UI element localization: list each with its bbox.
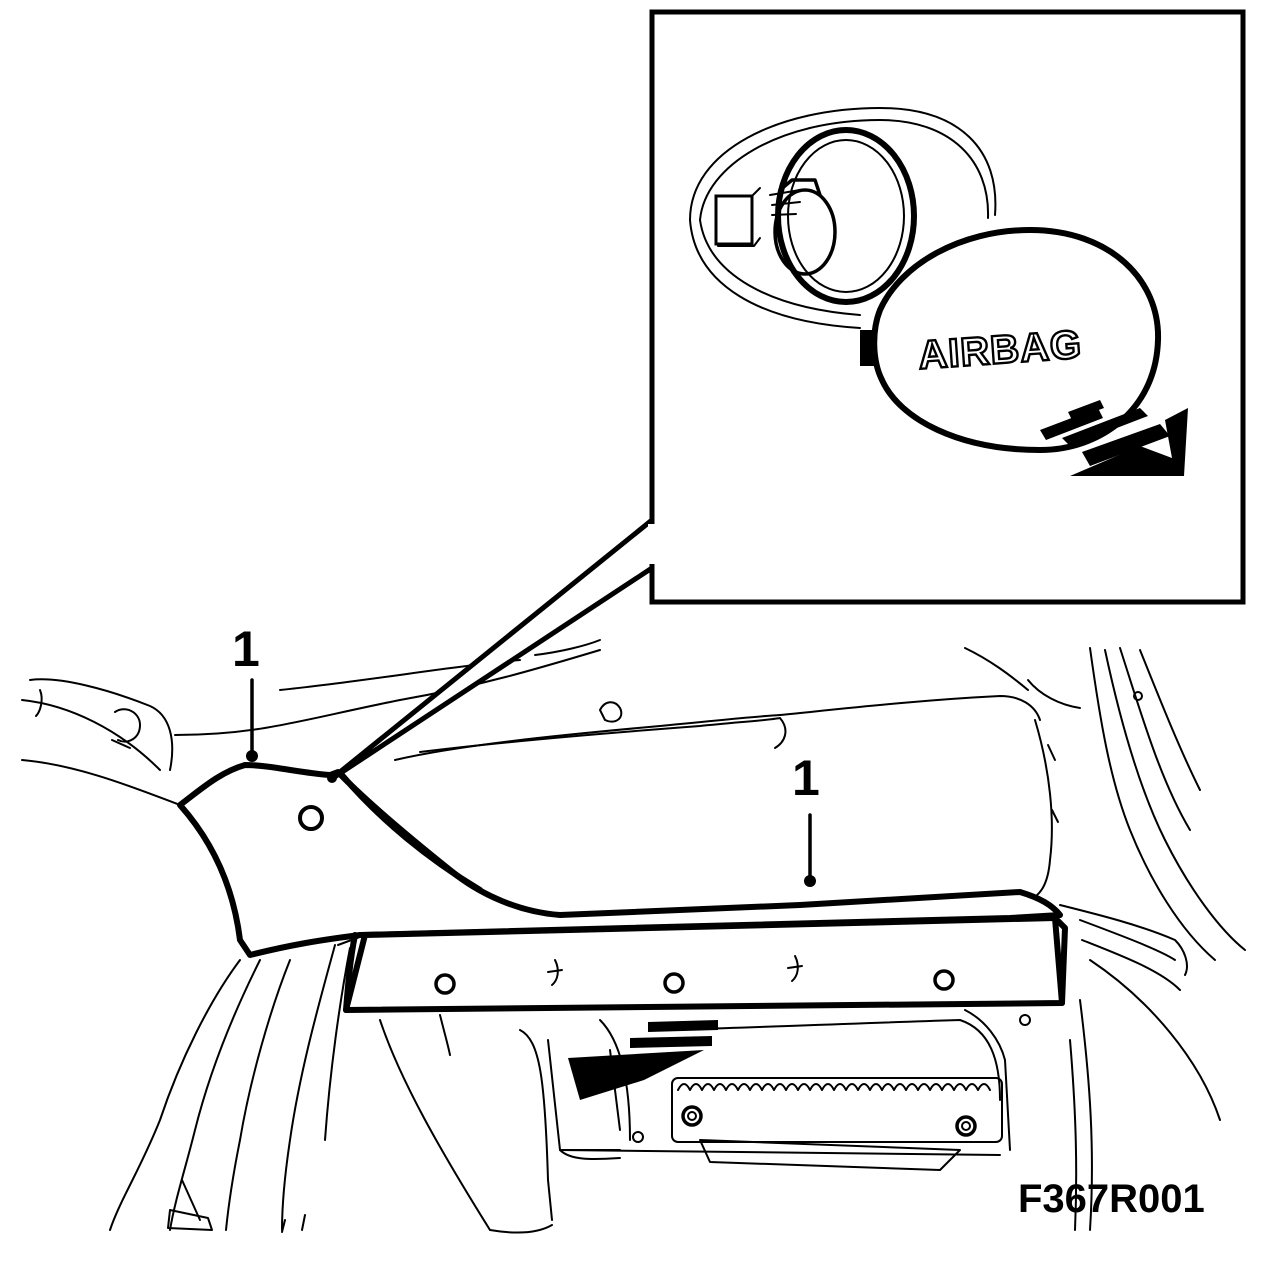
- callout-number-left: 1: [232, 621, 260, 677]
- screw-hole-icon: [298, 805, 324, 831]
- rear-trim-panel: [177, 762, 1063, 958]
- inset-airbag-detail: [689, 107, 1162, 454]
- callout-leader-right: [804, 813, 816, 887]
- pull-direction-arrow-icon: [1040, 395, 1188, 476]
- pull-direction-arrow-icon: [568, 1020, 718, 1100]
- lower-shelf-panel: [337, 915, 1068, 1013]
- callout-number-right: 1: [792, 750, 820, 806]
- figure-code: F367R001: [1018, 1177, 1205, 1221]
- trim-spring-strip: [671, 1077, 1003, 1143]
- callout-leader-left: [246, 678, 258, 762]
